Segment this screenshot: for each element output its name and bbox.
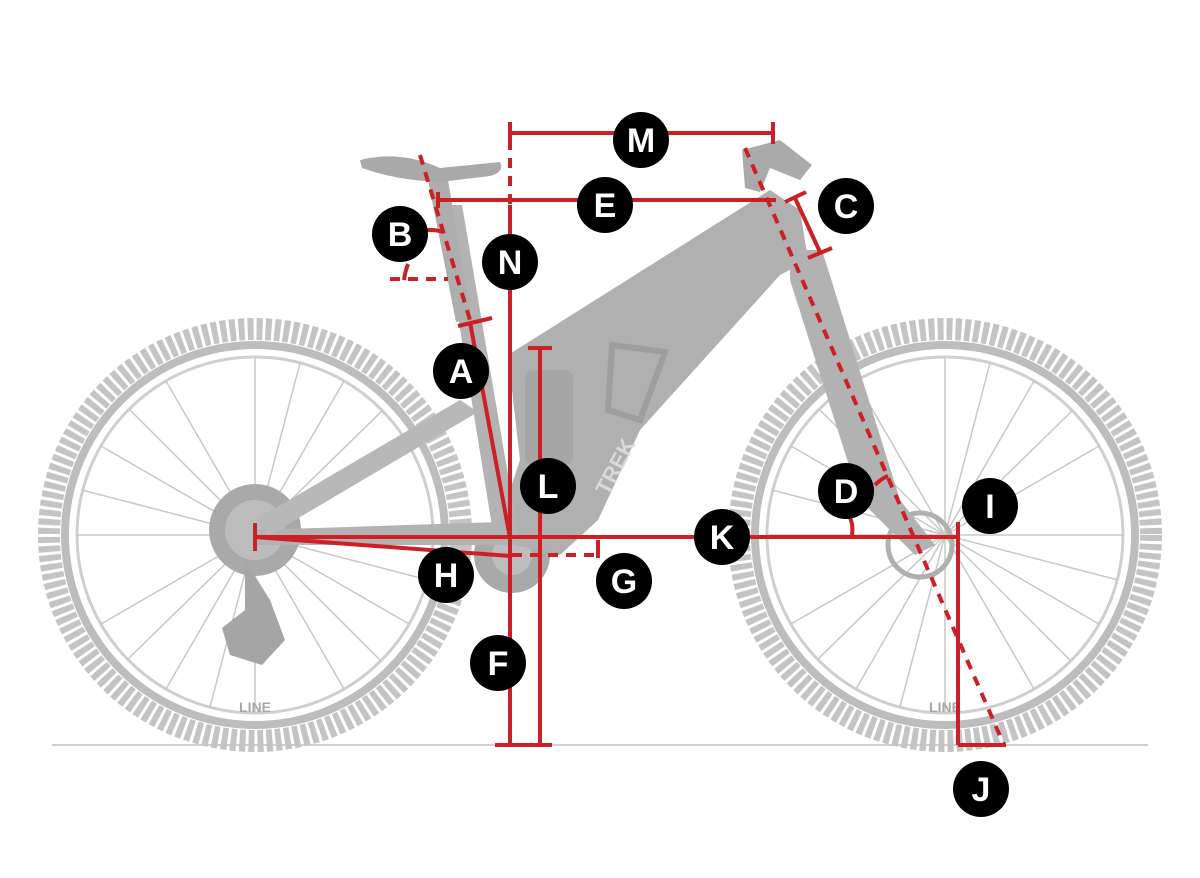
fork [790, 250, 935, 555]
dim-c-tick-top [784, 190, 807, 204]
badge-l-label: L [538, 468, 559, 506]
dim-c-line [793, 197, 822, 253]
badge-d-label: D [834, 473, 859, 511]
badge-m-label: M [627, 122, 655, 160]
badge-n-label: N [498, 244, 523, 282]
badge-h: H [418, 547, 474, 603]
badge-i: I [962, 478, 1018, 534]
badge-g: G [596, 553, 652, 609]
badge-i-label: I [985, 488, 994, 526]
chainstay [255, 522, 505, 545]
dim-a-tick [457, 316, 493, 328]
badge-f-label: F [488, 645, 509, 683]
badge-l: L [520, 458, 576, 514]
badge-f: F [470, 635, 526, 691]
bottle-cage [604, 341, 670, 424]
badge-e: E [577, 177, 633, 233]
badge-a-label: A [449, 353, 474, 391]
dim-h-line [254, 535, 511, 558]
badge-g-label: G [611, 563, 637, 601]
frame-main [500, 190, 808, 555]
badge-k-label: K [710, 519, 735, 557]
dimension-badges: M E C B N A L D [372, 112, 1018, 817]
front-rim-brand: LINE [929, 699, 961, 715]
badge-e-label: E [594, 187, 617, 225]
head-tube-axis [743, 147, 1006, 746]
badge-a: A [433, 343, 489, 399]
seatstay [255, 400, 478, 536]
dim-d-arc2 [873, 474, 889, 487]
badge-k: K [694, 509, 750, 565]
badge-c-label: C [834, 188, 859, 226]
badge-j: J [953, 761, 1009, 817]
badge-n: N [482, 234, 538, 290]
badge-m: M [613, 112, 669, 168]
dim-b-arc2 [402, 263, 410, 281]
badge-j-label: J [972, 771, 991, 809]
dim-c-tick-bottom [807, 246, 833, 260]
badge-c: C [818, 178, 874, 234]
saddle [360, 156, 502, 182]
badge-h-label: H [434, 557, 459, 595]
badge-b-label: B [388, 216, 413, 254]
badge-b: B [372, 206, 428, 262]
badge-d: D [818, 463, 874, 519]
rear-derailleur [222, 560, 285, 665]
rear-shock [525, 370, 573, 465]
handlebar [742, 140, 812, 192]
rear-rim-brand: LINE [239, 699, 271, 715]
